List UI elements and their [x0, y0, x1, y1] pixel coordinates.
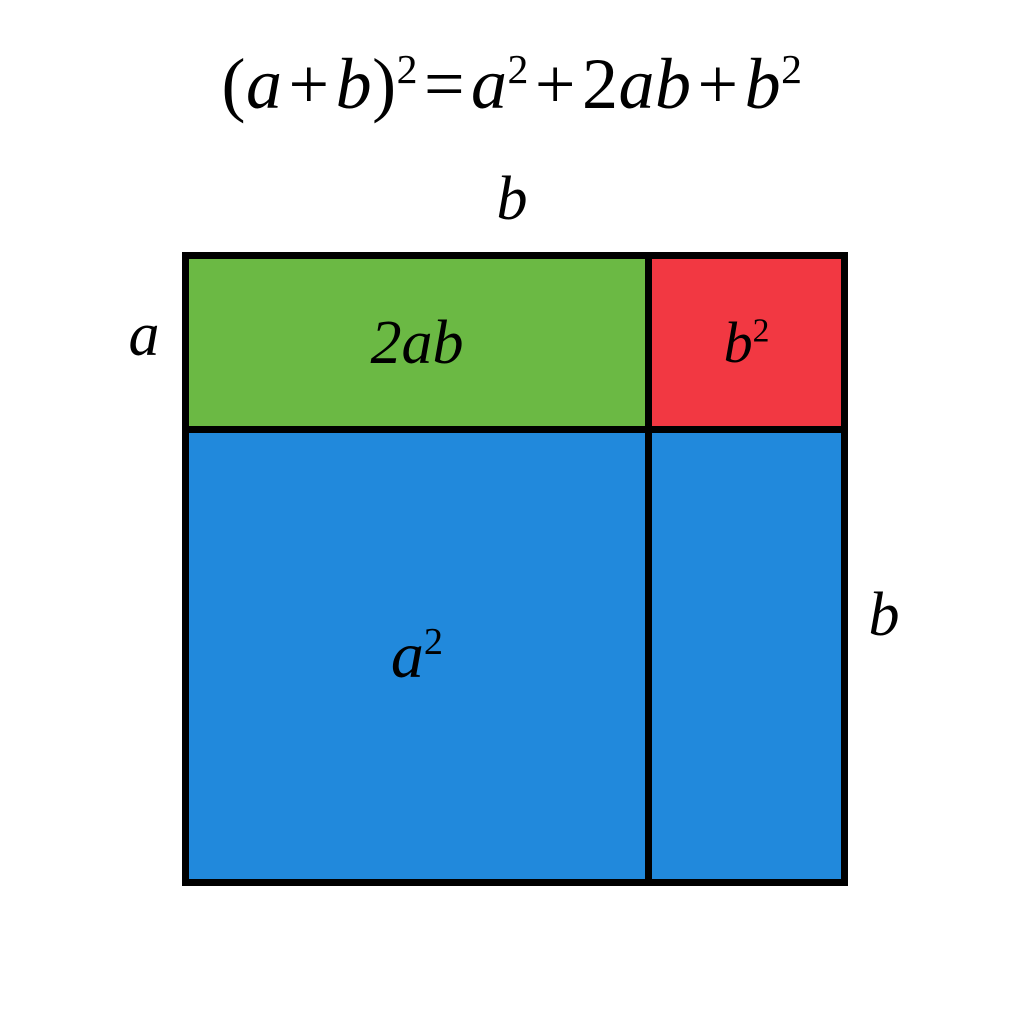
edge-label-left: a: [128, 301, 160, 369]
region-a-squared: a2: [189, 433, 645, 879]
edge-label-top: b: [496, 165, 528, 233]
equation-a-squared-exponent: 2: [507, 47, 529, 93]
region-b-squared-label-base: b: [723, 309, 753, 375]
binomial-square-diagram: 2ab b2 a2: [182, 252, 848, 886]
equation-ab-b: b: [655, 44, 692, 124]
region-b-squared-label: b2: [724, 312, 770, 372]
equation-ab-a: a: [618, 44, 656, 124]
region-a-squared-label: a2: [391, 623, 443, 689]
region-a-squared-label-base: a: [390, 619, 424, 692]
equation-a: a: [245, 44, 283, 124]
equation-coefficient-two: 2: [582, 44, 619, 124]
region-two-ab-label: 2ab: [371, 312, 464, 374]
region-unlabeled-blue: [652, 433, 841, 879]
equation-plus-1: +: [288, 44, 330, 124]
equation-plus-2: +: [534, 44, 577, 124]
equation-open-paren: (: [221, 44, 246, 124]
region-b-squared-label-exponent: 2: [752, 312, 770, 350]
equation-b-squared-exponent: 2: [781, 47, 803, 93]
equation-equals: =: [423, 44, 466, 124]
equation-plus-3: +: [697, 44, 739, 124]
edge-label-right: b: [868, 581, 900, 649]
equation-b-squared-base: b: [744, 44, 782, 124]
region-b-squared: b2: [652, 259, 841, 426]
equation-heading: (a+b)2=a2+2ab+b2: [0, 48, 1024, 120]
region-two-ab-label-base: 2ab: [370, 308, 464, 377]
equation-b: b: [335, 44, 373, 124]
equation-outer-exponent: 2: [396, 47, 418, 93]
region-two-ab: 2ab: [189, 259, 645, 426]
equation-close-paren: ): [372, 44, 397, 124]
region-a-squared-label-exponent: 2: [423, 621, 444, 663]
equation-a-squared-base: a: [471, 44, 508, 124]
